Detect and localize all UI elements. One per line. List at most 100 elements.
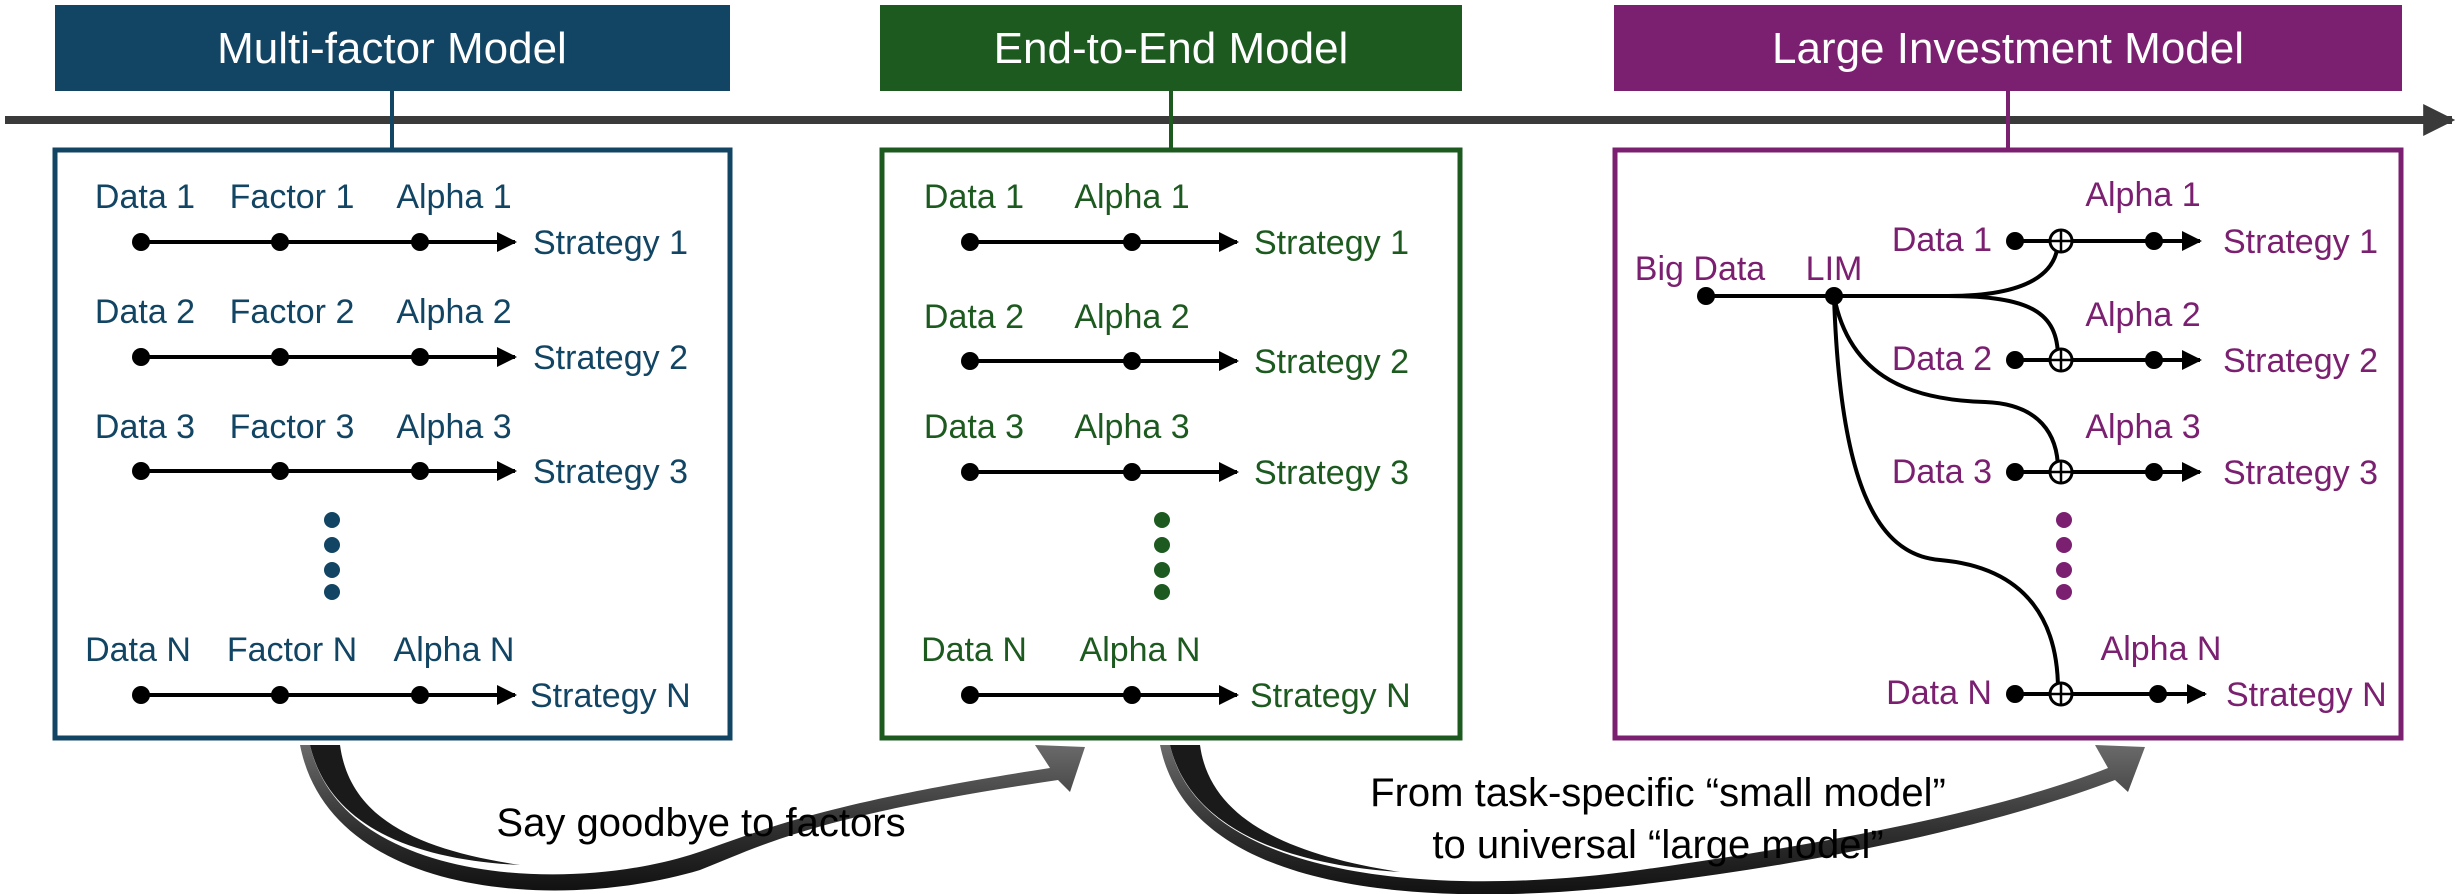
- alpha-node: [1123, 352, 1141, 370]
- end-to-end-row-1: Data 1 Alpha 1 Strategy 1: [924, 178, 1409, 262]
- curved-arrow-body: [1170, 745, 1400, 872]
- large-investment-header: [1614, 5, 2402, 91]
- factor-label: Factor N: [227, 631, 357, 669]
- data-label: Data N: [921, 631, 1027, 669]
- alpha-label: Alpha 1: [396, 178, 511, 216]
- alpha-label: Alpha 3: [2085, 408, 2200, 446]
- end-to-end-box: [879, 147, 1463, 741]
- alpha-node: [411, 462, 429, 480]
- multi-factor-ellipsis: [324, 512, 340, 600]
- alpha-node: [1123, 463, 1141, 481]
- data-node: [961, 686, 979, 704]
- alpha-node: [2145, 351, 2163, 369]
- data-node: [961, 463, 979, 481]
- data-node: [132, 686, 150, 704]
- data-node: [2006, 685, 2024, 703]
- large-investment-row-2: Alpha 2 Data 2 Strategy 2: [1892, 296, 2378, 380]
- end-to-end-ellipsis: [1154, 512, 1170, 600]
- end-to-end-row-n: Data N Alpha N Strategy N: [921, 631, 1411, 715]
- end-to-end-title: End-to-End Model: [994, 24, 1349, 73]
- strategy-label: Strategy 3: [533, 453, 688, 491]
- strategy-label: Strategy 1: [1254, 224, 1409, 262]
- transition-arrow-2: From task-specific “small model” to univ…: [1160, 745, 2145, 894]
- alpha-node: [411, 233, 429, 251]
- end-to-end-header: [880, 5, 1462, 91]
- transition-caption-1: Say goodbye to factors: [496, 801, 905, 845]
- alpha-label: Alpha N: [394, 631, 515, 669]
- data-label: Data 3: [1892, 453, 1992, 491]
- merge-plus: [2050, 230, 2072, 252]
- transition-caption-2-line-2: to universal “large model”: [1432, 823, 1883, 867]
- alpha-label: Alpha 3: [396, 408, 511, 446]
- alpha-node: [1123, 233, 1141, 251]
- factor-label: Factor 3: [230, 408, 355, 446]
- factor-label: Factor 2: [230, 293, 355, 331]
- strategy-label: Strategy 3: [2223, 454, 2378, 492]
- data-node: [132, 233, 150, 251]
- data-node: [2006, 463, 2024, 481]
- merge-plus: [2050, 461, 2072, 483]
- curved-arrow-body: [310, 745, 520, 865]
- large-investment-panel: Large Investment Model Big Data LIM Alph…: [1612, 5, 2404, 741]
- strategy-label: Strategy 2: [2223, 342, 2378, 380]
- large-investment-title: Large Investment Model: [1772, 24, 2244, 73]
- end-to-end-row-2: Data 2 Alpha 2 Strategy 2: [924, 298, 1409, 381]
- curved-arrow-body: [1160, 745, 2145, 894]
- factor-node: [271, 462, 289, 480]
- multi-factor-header: [55, 5, 730, 91]
- data-node: [961, 352, 979, 370]
- branch-curve-3: [1832, 295, 2060, 471]
- transition-caption-2-line-1: From task-specific “small model”: [1370, 771, 1946, 815]
- data-label: Data N: [1886, 674, 1992, 712]
- strategy-label: Strategy N: [530, 677, 691, 715]
- data-label: Data 2: [924, 298, 1024, 336]
- strategy-label: Strategy 3: [1254, 454, 1409, 492]
- data-label: Data 1: [924, 178, 1024, 216]
- factor-label: Factor 1: [230, 178, 355, 216]
- lim-label: LIM: [1806, 250, 1863, 288]
- curved-arrow-body: [300, 745, 1085, 891]
- strategy-label: Strategy 1: [533, 224, 688, 262]
- factor-node: [271, 233, 289, 251]
- merge-plus: [2050, 683, 2072, 705]
- data-label: Data 2: [95, 293, 195, 331]
- merge-plus: [2050, 349, 2072, 371]
- alpha-label: Alpha 2: [1074, 298, 1189, 336]
- data-node: [961, 233, 979, 251]
- branch-curve-2: [1947, 294, 2060, 359]
- alpha-label: Alpha 2: [2085, 296, 2200, 334]
- multi-factor-row-3: Data 3 Factor 3 Alpha 3 Strategy 3: [95, 408, 688, 491]
- multi-factor-box: [52, 147, 733, 741]
- multi-factor-title: Multi-factor Model: [217, 24, 567, 73]
- big-data-node: [1697, 287, 1715, 305]
- large-investment-box: [1612, 147, 2404, 741]
- data-node: [132, 348, 150, 366]
- factor-node: [271, 348, 289, 366]
- strategy-label: Strategy 2: [1254, 343, 1409, 381]
- data-node: [2006, 232, 2024, 250]
- multi-factor-row-n: Data N Factor N Alpha N Strategy N: [85, 631, 691, 715]
- data-node: [2006, 351, 2024, 369]
- alpha-node: [2149, 685, 2167, 703]
- factor-node: [271, 686, 289, 704]
- large-investment-row-1: Alpha 1 Data 1 Strategy 1: [1892, 176, 2378, 261]
- alpha-node: [411, 348, 429, 366]
- end-to-end-panel: End-to-End Model Data 1 Alpha 1 Strategy…: [879, 5, 1463, 741]
- strategy-label: Strategy 2: [533, 339, 688, 377]
- large-investment-row-n: Alpha N Data N Strategy N: [1886, 630, 2386, 714]
- strategy-label: Strategy N: [1250, 677, 1411, 715]
- data-label: Data 1: [95, 178, 195, 216]
- data-label: Data 3: [95, 408, 195, 446]
- alpha-node: [411, 686, 429, 704]
- alpha-node: [1123, 686, 1141, 704]
- data-label: Data 2: [1892, 340, 1992, 378]
- alpha-label: Alpha 3: [1074, 408, 1189, 446]
- data-label: Data N: [85, 631, 191, 669]
- alpha-label: Alpha N: [2101, 630, 2222, 668]
- strategy-label: Strategy N: [2226, 676, 2387, 714]
- multi-factor-row-1: Data 1 Factor 1 Alpha 1 Strategy 1: [95, 178, 688, 262]
- data-node: [132, 462, 150, 480]
- branch-curve-n: [1832, 295, 2060, 691]
- alpha-node: [2145, 232, 2163, 250]
